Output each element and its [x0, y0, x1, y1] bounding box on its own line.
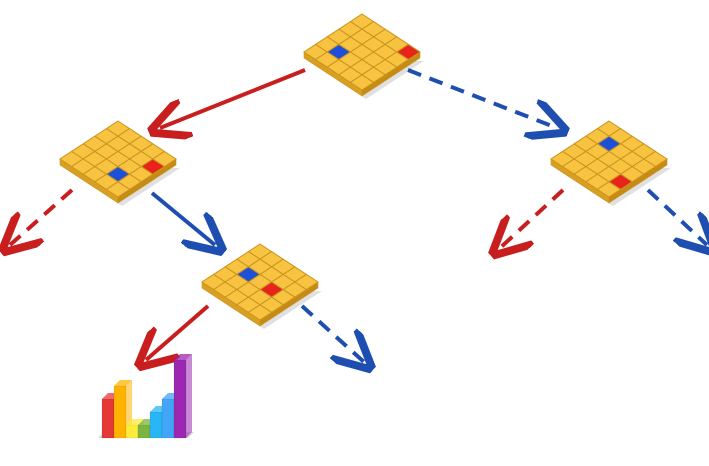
edge-left-child-to-histogram — [146, 304, 210, 360]
edge-right-to-right-left — [500, 188, 565, 248]
edge-left-child-to-left-child-right — [300, 304, 364, 362]
edge-root-to-right — [407, 68, 557, 128]
board-cell — [596, 181, 622, 198]
board-left-child — [201, 243, 322, 329]
edge-left-to-left-child — [150, 191, 215, 245]
histogram-bar — [173, 354, 192, 439]
game-boards — [59, 13, 671, 329]
board-root — [303, 13, 424, 99]
edge-root-to-left — [160, 68, 306, 128]
board-cell — [247, 304, 273, 321]
board-left — [59, 120, 180, 206]
board-right — [550, 120, 671, 206]
histogram-bar — [113, 380, 132, 439]
edge-right-to-right-right — [646, 188, 707, 245]
tree-edges — [10, 68, 707, 362]
outcome-histogram-icon — [98, 354, 194, 439]
board-cell — [349, 74, 375, 91]
board-cell — [105, 181, 131, 198]
edge-left-to-offscreen-left — [10, 188, 74, 245]
